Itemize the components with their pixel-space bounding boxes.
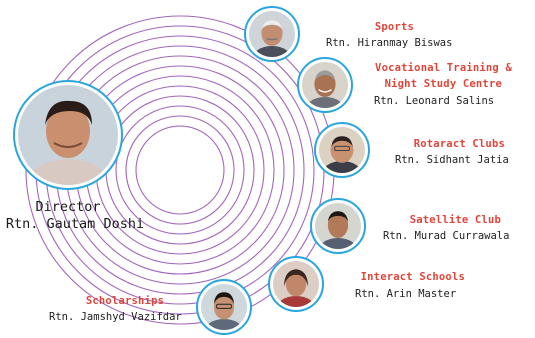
role-satellite: Satellite Club: [409, 214, 501, 226]
name-scholarships: Rtn. Jamshyd Vazifdar: [49, 311, 182, 323]
role-rotaract: Rotaract Clubs: [413, 138, 505, 150]
role-scholarships: Scholarships: [85, 295, 165, 307]
director-photo: [13, 80, 123, 190]
member-photo-scholarships: [196, 279, 252, 335]
name-satellite: Rtn. Murad Currawala: [383, 230, 510, 242]
name-rotaract: Rtn. Sidhant Jatia: [395, 154, 509, 166]
member-photo-satellite: [310, 198, 366, 254]
name-sports: Rtn. Hiranmay Biswas: [326, 37, 453, 49]
member-portrait: [302, 62, 348, 108]
member-photo-interact: [268, 256, 324, 312]
name-interact: Rtn. Arin Master: [355, 288, 457, 300]
member-photo-vocational: [297, 57, 353, 113]
member-photo-rotaract: [314, 122, 370, 178]
name-vocational: Rtn. Leonard Salins: [374, 95, 495, 107]
director-title: Director: [35, 199, 101, 215]
role-vocational-line2: Night Study Centre: [384, 78, 502, 90]
member-photo-sports: [244, 6, 300, 62]
role-vocational-line1: Vocational Training &: [375, 62, 512, 74]
director-name: Rtn. Gautam Doshi: [5, 216, 145, 232]
director-portrait: [18, 85, 118, 185]
member-portrait: [273, 261, 319, 307]
ring: [125, 115, 235, 225]
member-portrait: [249, 11, 295, 57]
role-sports: Sports: [374, 21, 414, 33]
member-portrait: [319, 127, 365, 173]
ring: [115, 105, 245, 235]
ring: [135, 125, 225, 215]
member-portrait: [315, 203, 361, 249]
member-portrait: [201, 284, 247, 330]
role-interact: Interact Schools: [360, 271, 465, 283]
